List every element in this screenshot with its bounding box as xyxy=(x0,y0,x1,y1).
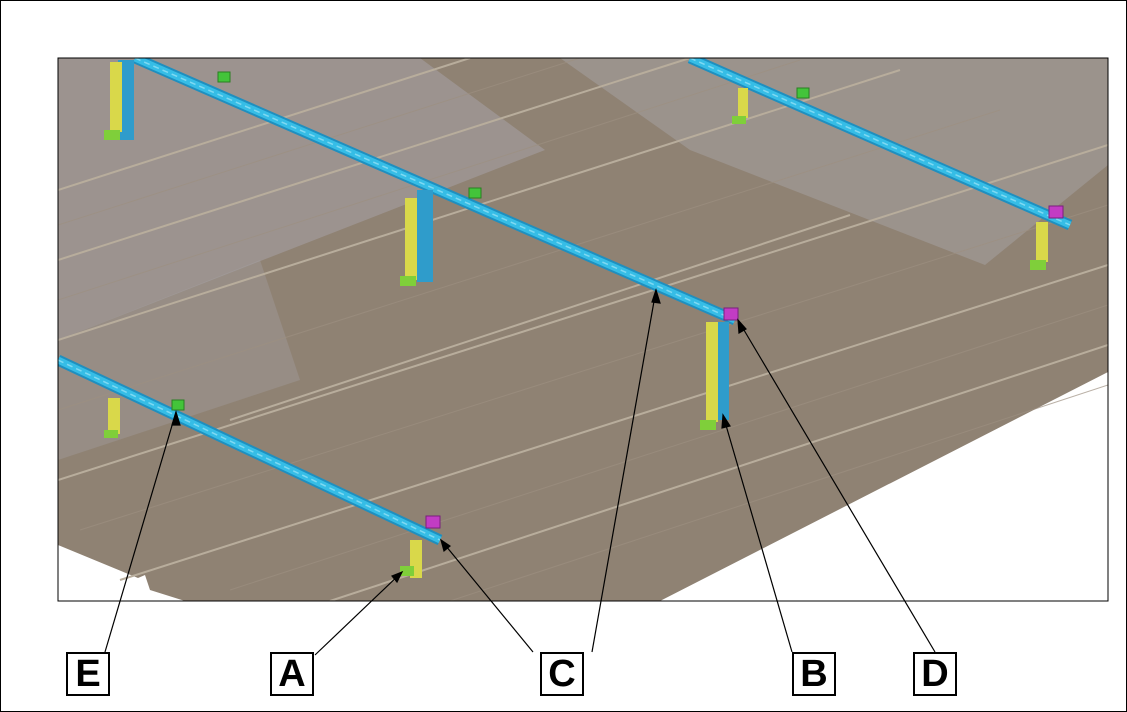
leader-E xyxy=(104,411,177,653)
bracket xyxy=(700,322,718,430)
callout-C: C xyxy=(540,652,584,696)
roof-fine-lines xyxy=(58,58,1108,601)
leader-C-1 xyxy=(440,539,534,653)
callout-D: D xyxy=(913,652,957,696)
rails xyxy=(58,58,1073,545)
bracket xyxy=(732,88,748,124)
leader-A xyxy=(314,571,403,656)
leader-C-2 xyxy=(591,289,657,653)
callout-B-text: B xyxy=(800,653,828,695)
mid-clamp xyxy=(171,399,185,411)
bracket xyxy=(1030,222,1048,270)
callout-E: E xyxy=(66,652,110,696)
callout-C-text: C xyxy=(548,653,576,695)
leader-D xyxy=(737,319,936,653)
viewport-border xyxy=(57,57,1109,602)
bracket xyxy=(400,198,417,286)
bracket xyxy=(104,398,120,438)
callout-E-text: E xyxy=(75,653,101,695)
end-clamp xyxy=(425,515,441,529)
mid-clamp xyxy=(468,187,482,199)
callout-A: A xyxy=(270,652,314,696)
callout-B: B xyxy=(792,652,836,696)
mid-clamps xyxy=(171,71,810,411)
mid-clamp xyxy=(217,71,231,83)
brackets xyxy=(104,62,1048,578)
leader-B xyxy=(722,414,793,653)
model-viewport xyxy=(58,58,1108,601)
post xyxy=(417,190,433,282)
end-clamps xyxy=(425,205,1064,529)
callout-A-text: A xyxy=(278,653,306,695)
bracket xyxy=(104,62,122,140)
end-clamp xyxy=(723,307,739,321)
leader-lines xyxy=(104,288,936,656)
end-clamp xyxy=(1048,205,1064,219)
callout-D-text: D xyxy=(921,653,949,695)
overlay-panel-right xyxy=(560,58,1108,265)
mid-clamp xyxy=(796,87,810,99)
bracket xyxy=(400,540,422,578)
overlay-panel-left xyxy=(58,58,545,340)
